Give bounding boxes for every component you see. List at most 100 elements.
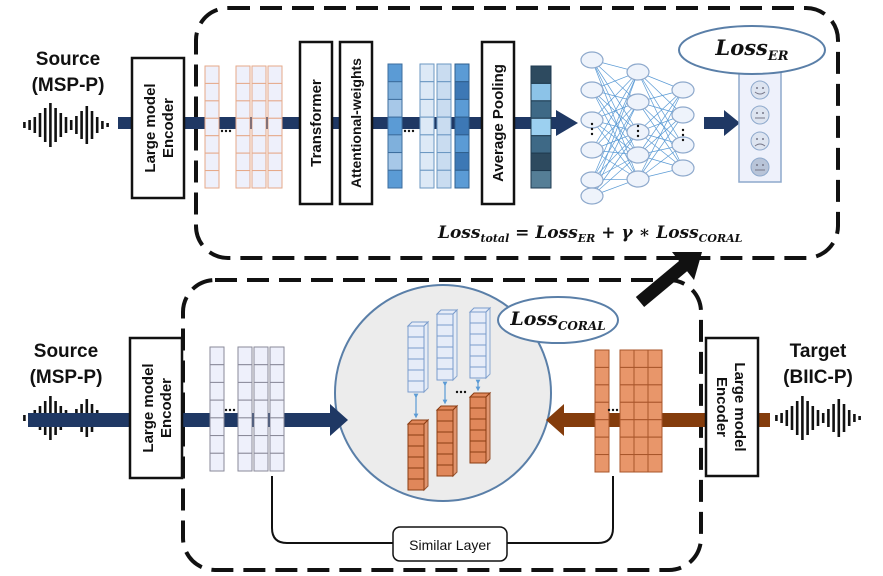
column-face xyxy=(469,311,487,379)
feature-cell xyxy=(251,170,267,189)
feature-cell xyxy=(530,152,552,172)
feature-cell xyxy=(436,63,452,83)
feature-cell xyxy=(235,65,251,84)
feature-cell xyxy=(633,349,649,368)
feature-cell xyxy=(530,170,552,189)
feature-cell xyxy=(594,401,610,421)
feature-cell xyxy=(436,442,454,455)
feature-cell xyxy=(469,429,487,442)
feature-cell xyxy=(454,98,470,118)
ellipsis-dot xyxy=(636,129,640,133)
feature-cell xyxy=(436,98,452,118)
feature-cell xyxy=(436,431,454,444)
column-side xyxy=(423,418,429,492)
feature-cell xyxy=(419,81,435,100)
feature-cell xyxy=(209,452,225,472)
top-encoder-label: Large modelEncoder xyxy=(142,83,177,172)
target-cov-column xyxy=(435,404,459,478)
feature-cell xyxy=(204,152,220,172)
ellipsis-dot xyxy=(681,128,685,132)
feature-cell xyxy=(633,384,649,403)
face-eye xyxy=(756,112,758,114)
feature-cell xyxy=(237,417,253,437)
ellipsis-dot xyxy=(590,132,594,136)
face-eye xyxy=(756,87,758,89)
nn-node xyxy=(626,146,650,164)
feature-cell xyxy=(469,440,487,453)
emotion-arrow xyxy=(704,117,726,129)
feature-cell xyxy=(469,396,487,409)
feature-cell xyxy=(619,401,635,421)
feature-cell xyxy=(647,366,663,386)
feature-cell xyxy=(469,344,487,357)
feature-cell xyxy=(267,135,283,154)
feature-cell xyxy=(594,349,610,368)
feature-cell xyxy=(251,135,267,154)
feature-cell xyxy=(237,364,253,383)
attention-column xyxy=(454,63,470,189)
feature-column xyxy=(619,349,635,473)
top-source-waveform-icon xyxy=(23,103,109,147)
feature-cell xyxy=(204,100,220,119)
feature-column xyxy=(647,349,663,473)
nn-edge xyxy=(591,70,639,151)
feature-column xyxy=(253,346,269,472)
target-encoder-label: Large modelEncoder xyxy=(713,362,748,451)
feature-cell xyxy=(647,401,663,421)
feature-cell xyxy=(530,100,552,119)
feature-cell xyxy=(469,322,487,335)
top-encoder-box xyxy=(130,56,186,200)
feature-cell xyxy=(267,117,283,137)
bottom-encoder-label: Large modelEncoder xyxy=(140,363,175,452)
feature-cell xyxy=(436,152,452,171)
feature-cell xyxy=(469,366,487,379)
source-cov-column xyxy=(406,320,430,394)
feature-column xyxy=(204,65,220,189)
face-circle xyxy=(750,131,770,151)
ellipsis-dot xyxy=(407,129,411,133)
feature-cell xyxy=(204,135,220,154)
feature-cell xyxy=(387,63,403,83)
feature-cell xyxy=(253,435,269,454)
feature-cell xyxy=(204,117,220,137)
target-waveform-icon xyxy=(775,396,861,440)
emotion-face-icon xyxy=(750,80,770,100)
pooling-box xyxy=(480,40,516,206)
face-circle xyxy=(750,80,770,100)
feature-cell xyxy=(454,63,470,83)
feature-cell xyxy=(436,324,454,337)
ellipsis-dot xyxy=(463,390,467,394)
feature-cell xyxy=(436,346,454,359)
bottom-source-arrowhead xyxy=(330,404,348,436)
loss-coral-ellipse xyxy=(497,296,619,344)
feature-column xyxy=(209,346,225,472)
feature-cell xyxy=(436,313,454,326)
ellipsis-dot xyxy=(232,408,236,412)
feature-cell xyxy=(619,419,635,438)
feature-cell xyxy=(387,98,403,118)
nn-node xyxy=(626,63,650,81)
face-eye xyxy=(762,164,764,166)
similar-layer-label: Similar Layer xyxy=(409,537,491,553)
feature-cell xyxy=(269,364,285,383)
nn-edge xyxy=(637,71,684,170)
feature-cell xyxy=(530,65,552,84)
ellipsis-dot xyxy=(681,133,685,137)
feature-cell xyxy=(407,325,425,338)
attention-box xyxy=(338,40,374,206)
feature-cell xyxy=(269,417,285,437)
feature-cell xyxy=(209,346,225,366)
face-eye xyxy=(756,138,758,140)
column-side xyxy=(452,404,458,478)
nn-edge xyxy=(637,88,684,180)
feature-cell xyxy=(469,451,487,464)
nn-node xyxy=(671,81,695,99)
ellipsis-dot xyxy=(459,390,463,394)
nn-node xyxy=(626,170,650,188)
feature-column xyxy=(633,349,649,473)
nn-edge xyxy=(637,71,685,116)
neural-network xyxy=(580,51,695,205)
source-cov-column xyxy=(435,308,459,382)
bottom-source-dataset: (MSP-P) xyxy=(30,367,103,388)
face-eye xyxy=(762,112,764,114)
